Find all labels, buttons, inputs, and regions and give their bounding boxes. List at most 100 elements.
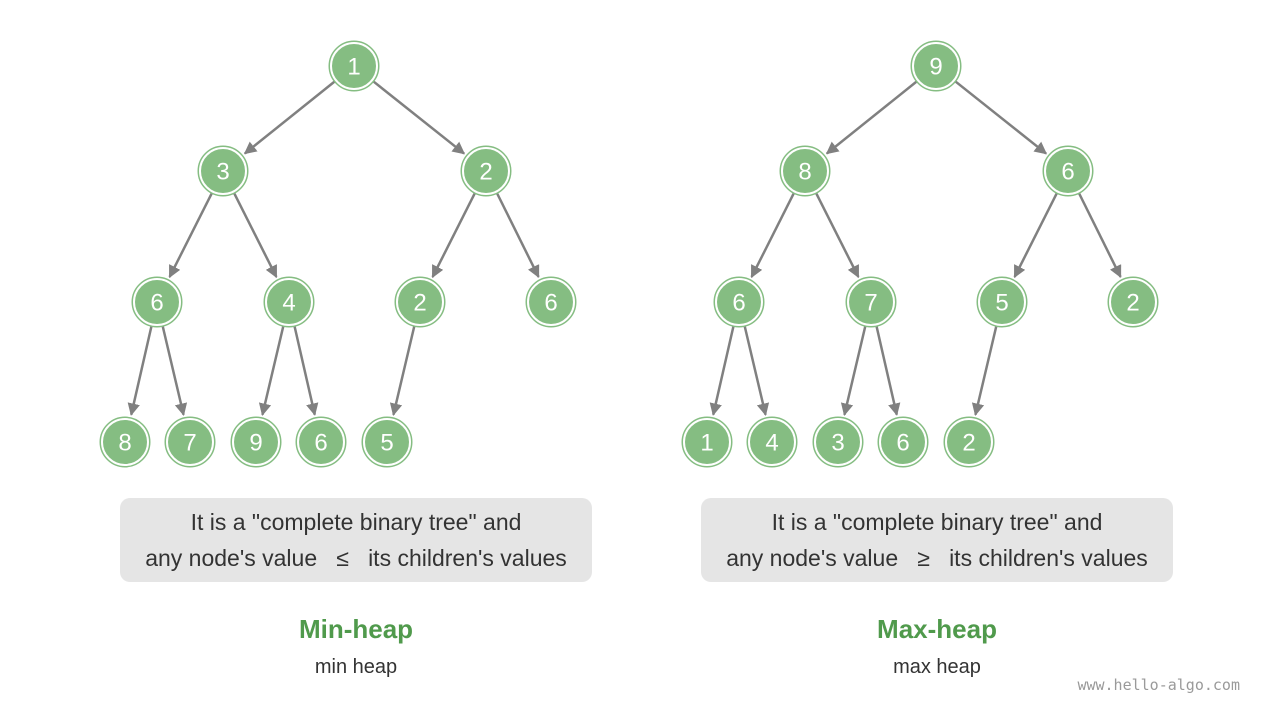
node-circle	[879, 418, 927, 466]
max-heap-node: 1	[681, 416, 733, 468]
node-value: 3	[216, 159, 229, 186]
min-heap-edge	[431, 191, 477, 279]
node-value: 2	[962, 430, 975, 457]
max-heap-edge	[825, 80, 919, 155]
node-circle	[133, 278, 181, 326]
node-ring	[877, 416, 929, 468]
min-heap-edge	[127, 325, 153, 416]
max-heap-edge	[743, 325, 770, 416]
min-heap-description-line2: any node's value ≤ its children's values	[145, 545, 567, 571]
node-circle	[748, 418, 796, 466]
node-ring	[230, 416, 282, 468]
node-circle	[978, 278, 1026, 326]
node-circle	[265, 278, 313, 326]
max-heap-edge	[971, 325, 998, 416]
min-heap-node: 2	[460, 145, 512, 197]
min-heap-edge	[232, 191, 278, 279]
max-heap-node: 6	[713, 276, 765, 328]
node-value: 4	[765, 430, 778, 457]
node-ring	[943, 416, 995, 468]
max-heap-edge	[814, 191, 860, 279]
node-ring	[845, 276, 897, 328]
min-heap-node: 2	[394, 276, 446, 328]
max-heap-edge	[709, 325, 735, 416]
node-circle	[297, 418, 345, 466]
node-value: 7	[864, 290, 877, 317]
min-heap-subtitle: min heap	[314, 656, 398, 678]
node-ring	[99, 416, 151, 468]
node-ring	[812, 416, 864, 468]
min-heap-node: 7	[164, 416, 216, 468]
nodes-layer: 1 3 2 6 4 2 6 8 7 9 6 5 9 8 6 6 7 5 2 1 4 3 6 2	[99, 40, 1159, 468]
max-heap-node: 5	[976, 276, 1028, 328]
node-circle	[715, 278, 763, 326]
max-heap-node: 8	[779, 145, 831, 197]
node-value: 9	[249, 430, 262, 457]
min-heap-edge	[495, 191, 540, 279]
node-value: 6	[314, 430, 327, 457]
node-value: 2	[479, 159, 492, 186]
max-heap-edge	[1077, 191, 1122, 279]
node-ring	[779, 145, 831, 197]
node-value: 6	[732, 290, 745, 317]
node-value: 6	[150, 290, 163, 317]
node-circle	[1109, 278, 1157, 326]
min-heap-node: 3	[197, 145, 249, 197]
node-circle	[232, 418, 280, 466]
max-heap-edge	[875, 325, 901, 416]
node-ring	[976, 276, 1028, 328]
node-circle	[683, 418, 731, 466]
node-value: 5	[380, 430, 393, 457]
max-heap-edge	[750, 191, 796, 279]
node-circle	[166, 418, 214, 466]
node-ring	[746, 416, 798, 468]
max-heap-node: 4	[746, 416, 798, 468]
node-circle	[527, 278, 575, 326]
node-ring	[910, 40, 962, 92]
node-ring	[361, 416, 413, 468]
node-ring	[131, 276, 183, 328]
node-ring	[394, 276, 446, 328]
min-heap-edge	[293, 325, 319, 416]
node-circle	[1044, 147, 1092, 195]
max-heap-edge	[1013, 191, 1059, 279]
min-heap-node: 8	[99, 416, 151, 468]
node-ring	[460, 145, 512, 197]
min-heap-node: 4	[263, 276, 315, 328]
node-value: 2	[413, 290, 426, 317]
min-heap-node: 6	[295, 416, 347, 468]
max-heap-node: 6	[1042, 145, 1094, 197]
min-heap-node: 1	[328, 40, 380, 92]
min-heap-edge	[372, 79, 466, 155]
min-heap-edge	[258, 325, 285, 416]
min-heap-description-line1: It is a "complete binary tree" and	[190, 509, 522, 535]
max-heap-node: 2	[1107, 276, 1159, 328]
node-value: 3	[831, 430, 844, 457]
max-heap-node: 9	[910, 40, 962, 92]
node-value: 1	[347, 54, 360, 81]
node-ring	[1042, 145, 1094, 197]
node-ring	[295, 416, 347, 468]
min-heap-edge	[161, 325, 188, 416]
node-ring	[1107, 276, 1159, 328]
max-heap-description-line2: any node's value ≥ its children's values	[726, 545, 1148, 571]
node-circle	[945, 418, 993, 466]
node-ring	[328, 40, 380, 92]
edges-layer	[127, 79, 1122, 416]
max-heap-description-line1: It is a "complete binary tree" and	[771, 509, 1103, 535]
node-value: 5	[995, 290, 1008, 317]
min-heap-edge	[243, 80, 337, 155]
node-value: 7	[183, 430, 196, 457]
node-ring	[525, 276, 577, 328]
max-heap-description: It is a "complete binary tree" and any n…	[701, 498, 1173, 582]
max-heap-edge	[954, 79, 1048, 155]
node-circle	[912, 42, 960, 90]
max-heap-node: 7	[845, 276, 897, 328]
node-ring	[713, 276, 765, 328]
max-heap-edge	[840, 325, 867, 416]
node-value: 6	[896, 430, 909, 457]
min-heap-node: 6	[131, 276, 183, 328]
node-circle	[330, 42, 378, 90]
node-value: 6	[544, 290, 557, 317]
